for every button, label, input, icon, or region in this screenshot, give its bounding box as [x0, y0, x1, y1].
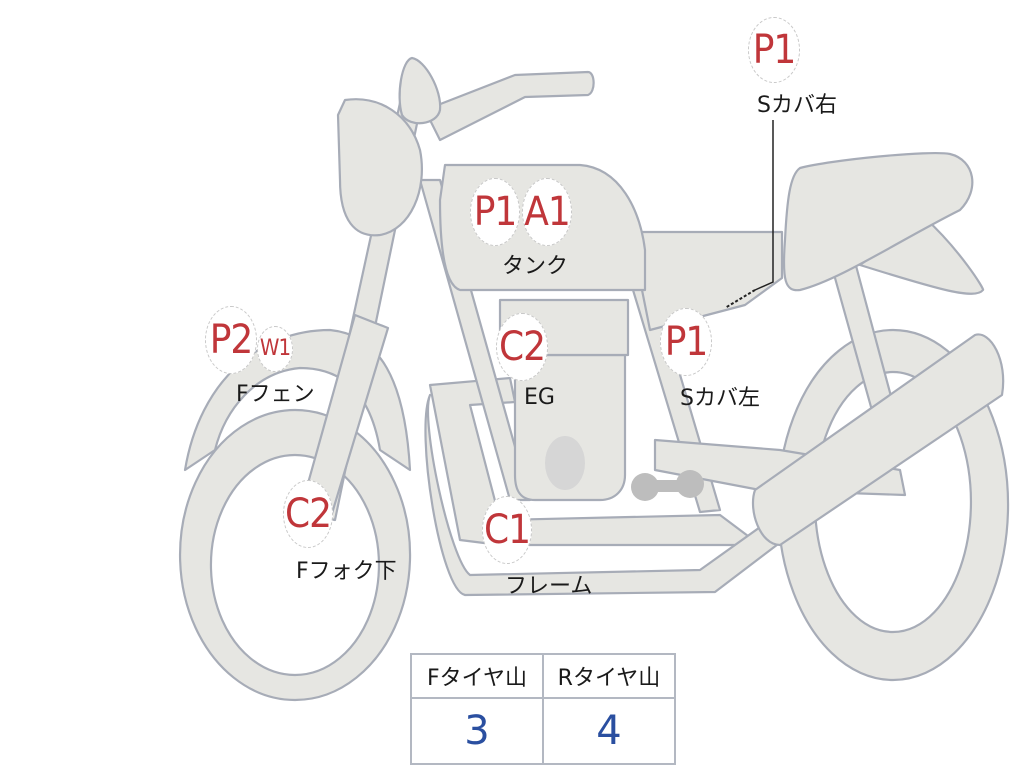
leader-line-dashed: [724, 289, 756, 309]
grade-badge-tank-p: P1: [470, 178, 520, 246]
label-seat-cover-left: Sカバ左: [680, 386, 760, 411]
engine-cover: [545, 436, 585, 490]
front-tire-header: Fタイヤ山: [410, 653, 544, 699]
handlebar: [423, 70, 595, 142]
gauge: [398, 56, 442, 125]
grade-badge-front-fender-p: P2: [205, 306, 257, 374]
grade-badge-engine: C2: [496, 313, 548, 381]
seat: [782, 151, 974, 292]
label-frame: フレーム: [505, 574, 593, 599]
tail-cowl: [858, 216, 985, 295]
grade-badge-tank-a: A1: [522, 178, 572, 246]
exhaust-pipe: [424, 393, 792, 597]
front-tire-value: 3: [410, 697, 544, 765]
side-cover: [638, 230, 784, 332]
front-wheel: [178, 408, 412, 702]
rear-tire-value: 4: [542, 697, 676, 765]
footpeg: [631, 470, 704, 501]
label-front-fork-lower: Fフォク下: [296, 559, 397, 584]
grade-badge-seat-cover-left: P1: [660, 308, 712, 376]
muffler: [751, 333, 1005, 547]
rear-tire-header: Rタイヤ山: [542, 653, 676, 699]
label-seat-cover-right: Sカバ右: [757, 93, 837, 118]
label-engine: EG: [524, 385, 555, 410]
frame-lower: [428, 376, 762, 547]
label-tank: タンク: [502, 254, 569, 279]
grade-badge-front-fork-lower: C2: [283, 480, 333, 548]
grade-badge-seat-cover-right: P1: [748, 17, 800, 83]
grade-badge-frame: C1: [482, 496, 532, 564]
label-front-fender: Fフェン: [236, 382, 315, 407]
leader-line: [754, 120, 774, 291]
engine-block: [513, 353, 627, 502]
grade-badge-front-fender-w: W1: [257, 326, 293, 372]
tire-tread-table: Fタイヤ山 Rタイヤ山 3 4: [410, 653, 676, 765]
headlight: [336, 98, 423, 237]
